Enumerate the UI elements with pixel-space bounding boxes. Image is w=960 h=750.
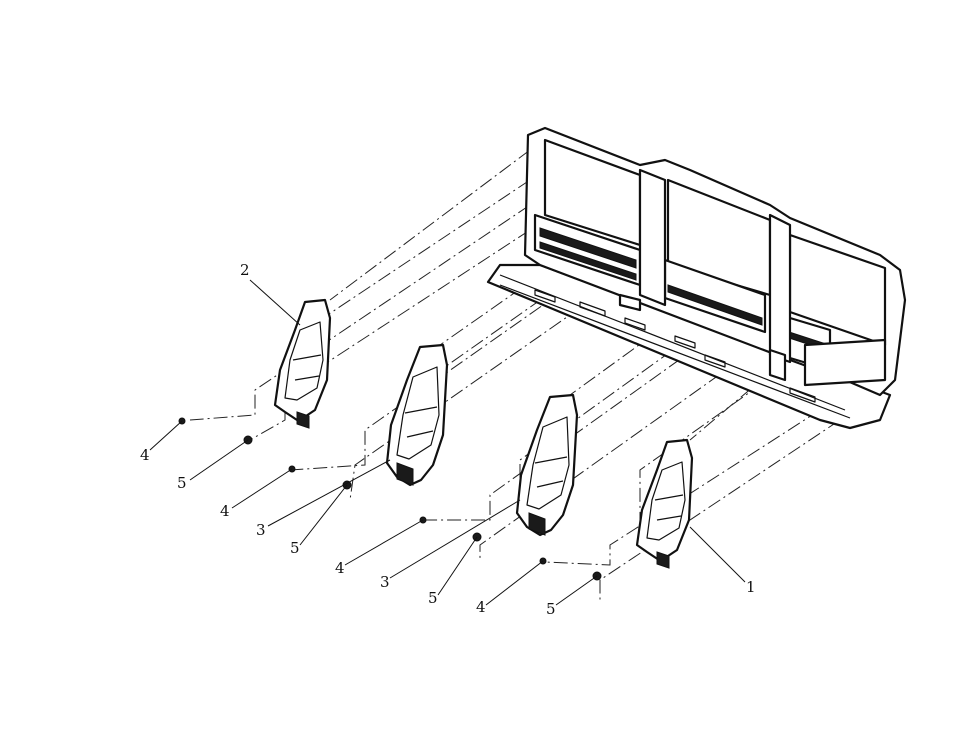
seat-back-frame [486,126,907,430]
callout-1: 1 [746,578,756,596]
leader-lines [149,279,746,606]
callout-labels: 2 4 5 4 3 5 4 3 5 4 5 1 [140,261,756,618]
centerline [599,419,841,600]
callout-4: 4 [220,502,230,520]
callout-5: 5 [177,474,187,492]
callout-3: 3 [380,573,390,591]
centerline [329,149,531,301]
callout-4: 4 [476,598,486,616]
centerline [544,409,821,566]
bracket-part-2 [273,298,332,429]
callout-3: 3 [256,521,266,539]
centerline [319,179,531,330]
callout-5: 5 [428,589,438,607]
centerline [420,344,701,521]
bracket-part-3-a [385,343,449,487]
callout-4: 4 [335,559,345,577]
callout-2: 2 [240,261,250,279]
bracket-part-1 [635,438,694,569]
centerline [189,204,531,421]
callout-4: 4 [140,446,150,464]
centerline [479,359,741,560]
bracket-part-3-b [515,393,579,537]
callout-5: 5 [546,600,556,618]
centerline [349,279,621,501]
callout-5: 5 [290,539,300,557]
